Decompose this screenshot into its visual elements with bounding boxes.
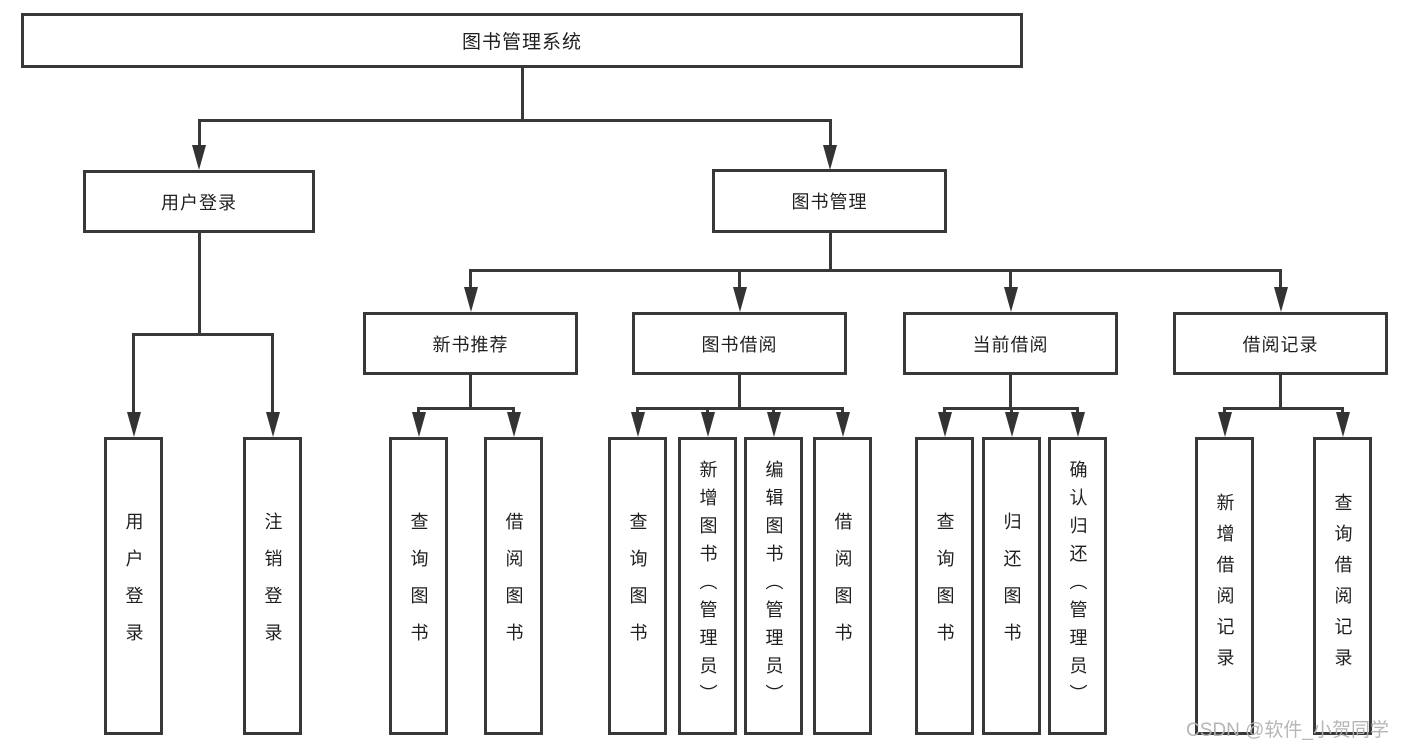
arrow-down-icon	[835, 412, 850, 437]
arrow-down-icon	[700, 412, 715, 437]
connector-line	[636, 407, 639, 416]
connector-line	[1223, 407, 1226, 416]
connector-line	[636, 407, 844, 410]
node-return-books: 归还图书	[982, 437, 1041, 735]
arrow-down-icon	[1003, 287, 1018, 312]
arrow-down-icon	[1217, 412, 1232, 437]
node-logout: 注销登录	[243, 437, 302, 735]
connector-line	[1279, 269, 1282, 291]
arrow-down-icon	[463, 287, 478, 312]
connector-line	[197, 119, 832, 122]
arrow-down-icon	[766, 412, 781, 437]
arrow-down-icon	[1335, 412, 1350, 437]
connector-line	[197, 119, 201, 149]
connector-line	[271, 333, 274, 415]
connector-line	[828, 232, 832, 272]
node-search-books-recommend: 查询图书	[389, 437, 448, 735]
connector-line	[706, 407, 709, 416]
node-borrowing-records: 借阅记录	[1173, 312, 1388, 375]
connector-line	[828, 119, 832, 149]
node-confirm-return-admin: 确认归还（管理员）	[1048, 437, 1107, 735]
connector-line	[1341, 407, 1344, 416]
connector-line	[738, 269, 741, 291]
connector-line	[1009, 269, 1012, 291]
connector-line	[417, 407, 515, 410]
connector-line	[772, 407, 775, 416]
connector-line	[520, 68, 524, 122]
connector-line	[132, 333, 135, 415]
node-search-borrow-record: 查询借阅记录	[1313, 437, 1372, 735]
connector-line	[512, 407, 515, 416]
watermark: CSDN @软件_小贺同学	[1186, 720, 1389, 741]
arrow-down-icon	[630, 412, 645, 437]
node-library-system: 图书管理系统	[21, 13, 1023, 68]
node-edit-book-admin: 编辑图书（管理员）	[744, 437, 803, 735]
connector-line	[469, 269, 1282, 272]
connector-line	[1009, 375, 1012, 410]
connector-line	[841, 407, 844, 416]
node-book-borrowing: 图书借阅	[632, 312, 847, 375]
node-search-books-borrowing: 查询图书	[608, 437, 667, 735]
arrow-down-icon	[1004, 412, 1019, 437]
node-user-login: 用户登录	[83, 170, 315, 233]
arrow-down-icon	[1273, 287, 1288, 312]
connector-line	[738, 375, 741, 410]
arrow-down-icon	[732, 287, 747, 312]
arrow-down-icon	[411, 412, 426, 437]
arrow-down-icon	[937, 412, 952, 437]
connector-line	[197, 232, 201, 336]
arrow-down-icon	[1070, 412, 1085, 437]
connector-line	[1223, 407, 1344, 410]
connector-line	[469, 269, 472, 291]
connector-line	[417, 407, 420, 416]
node-borrow-books-borrowing: 借阅图书	[813, 437, 872, 735]
connector-line	[943, 407, 946, 416]
connector-line	[1010, 407, 1013, 416]
arrow-down-icon	[506, 412, 521, 437]
node-new-book-recommend: 新书推荐	[363, 312, 578, 375]
node-current-borrowing: 当前借阅	[903, 312, 1118, 375]
arrow-down-icon	[126, 412, 141, 437]
arrow-down-icon	[265, 412, 280, 437]
connector-line	[1279, 375, 1282, 410]
connector-line	[469, 375, 472, 410]
node-user-login-leaf: 用户登录	[104, 437, 163, 735]
arrow-down-icon	[192, 145, 206, 170]
node-search-books-current: 查询图书	[915, 437, 974, 735]
connector-line	[132, 333, 274, 336]
node-add-book-admin: 新增图书（管理员）	[678, 437, 737, 735]
node-borrow-books-recommend: 借阅图书	[484, 437, 543, 735]
node-book-management: 图书管理	[712, 169, 947, 233]
connector-line	[1076, 407, 1079, 416]
arrow-down-icon	[823, 145, 837, 170]
node-add-borrow-record: 新增借阅记录	[1195, 437, 1254, 735]
